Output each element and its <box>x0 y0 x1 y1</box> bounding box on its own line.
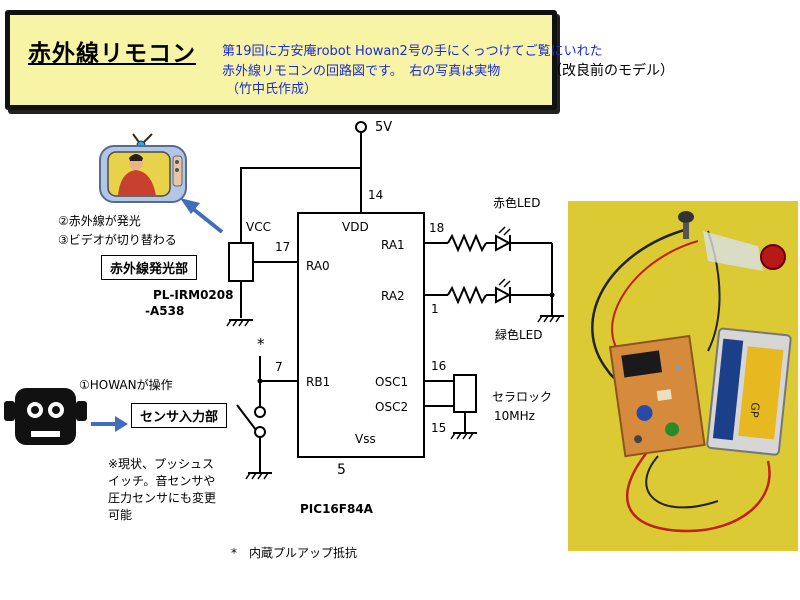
sensor-note-line-1: ※現状、プッシュス <box>108 457 215 471</box>
pin-osc2-label: OSC2 <box>375 400 409 414</box>
tv-icon <box>99 133 187 203</box>
ground-symbol-osc <box>450 432 477 440</box>
ground-symbol-led <box>537 315 564 323</box>
switch-lever <box>236 404 257 431</box>
ir-module <box>228 242 254 282</box>
pin-osc1-label: OSC1 <box>375 375 409 389</box>
robot-face-icon <box>4 388 87 445</box>
sensor-note-line-4: 可能 <box>108 508 133 522</box>
pin-osc1-number: 16 <box>431 359 447 373</box>
pin-vdd-label: VDD <box>342 220 369 234</box>
pin-rb1-number: 7 <box>275 360 283 374</box>
ir-note-emit: ②赤外線が発光 <box>58 214 141 228</box>
ground-symbol-switch <box>245 472 272 480</box>
ir-note-switch: ③ビデオが切り替わる <box>58 233 177 247</box>
pin-vss-label: Vss <box>355 432 376 446</box>
red-led-label: 赤色LED <box>493 196 541 210</box>
ceramic-resonator <box>453 374 477 413</box>
green-led-label: 緑色LED <box>495 328 543 342</box>
pic-chip-body <box>297 212 425 458</box>
sensor-note-line-3: 圧力センサにも変更 <box>108 491 217 505</box>
pin-ra1-number: 18 <box>429 221 445 235</box>
switch-terminal-bottom <box>254 426 266 438</box>
vcc-terminal <box>355 121 367 133</box>
resistor-green <box>447 285 487 305</box>
vcc-label: VCC <box>246 220 271 234</box>
description-author: （竹中氏作成） <box>226 82 318 97</box>
howan-note: ①HOWANが操作 <box>79 378 173 392</box>
pin-ra0-number: 17 <box>275 240 291 254</box>
header-banner <box>5 10 557 110</box>
pin-vdd-number: 14 <box>368 188 384 202</box>
led-green <box>495 286 512 304</box>
arrow-to-sensor <box>91 416 128 432</box>
pin-osc2-number: 15 <box>431 421 447 435</box>
pin-ra2-label: RA2 <box>381 289 405 303</box>
device-photo: GP <box>568 201 798 551</box>
ir-emitter-box: 赤外線発光部 <box>101 255 198 280</box>
ir-module-part: PL-IRM0208 <box>153 288 234 302</box>
pin-ra1-label: RA1 <box>381 238 405 252</box>
pullup-asterisk: * <box>257 335 265 353</box>
ir-module-part-suffix: -A538 <box>145 304 185 318</box>
sensor-input-box: センサ入力部 <box>131 403 228 428</box>
vcc-5v-label: 5V <box>375 120 393 135</box>
switch-terminal-top <box>254 406 266 418</box>
pin-vss-number: 5 <box>337 462 346 478</box>
resistor-red <box>447 233 487 253</box>
pin-rb1-label: RB1 <box>306 375 331 389</box>
arrow-to-tv <box>180 198 224 234</box>
pin-ra0-label: RA0 <box>306 259 330 273</box>
pin-ra2-number: 1 <box>431 302 439 316</box>
ground-symbol-ir <box>226 319 253 327</box>
ceramic-label: セラロック <box>492 390 553 404</box>
led-red <box>495 234 512 252</box>
pullup-footnote: * 内蔵プルアップ抵抗 <box>231 546 358 560</box>
sensor-note-line-2: イッチ。音センサや <box>108 474 216 488</box>
description-model-note: （改良前のモデル） <box>548 63 674 79</box>
ceramic-frequency: 10MHz <box>494 409 535 423</box>
page-title: 赤外線リモコン <box>28 41 196 67</box>
description-line-2: 赤外線リモコンの回路図です。 右の写真は実物 <box>222 64 501 79</box>
description-line-1: 第19回に方安庵robot Howan2号の手にくっつけてご覧にいれた <box>222 44 603 59</box>
svg-text:GP: GP <box>747 402 762 419</box>
chip-name: PIC16F84A <box>300 502 373 516</box>
